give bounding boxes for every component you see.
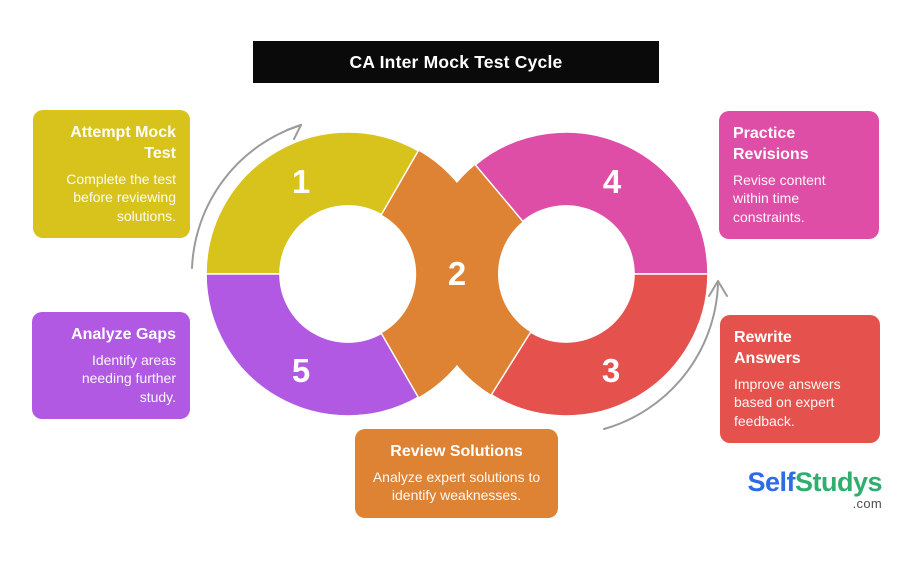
step-card-rewrite-answers: Rewrite Answers Improve answers based on… bbox=[720, 315, 880, 443]
segment-number-4: 4 bbox=[603, 163, 622, 200]
step-card-desc: Identify areas needing further study. bbox=[81, 351, 176, 405]
ring-segment-2-right-fill bbox=[423, 165, 530, 395]
step-card-attempt-mock-test: Attempt Mock Test Complete the test befo… bbox=[33, 110, 190, 238]
logo-wordmark: SelfStudys bbox=[747, 467, 883, 498]
step-card-desc: Complete the test before reviewing solut… bbox=[66, 170, 176, 224]
segment-number-2: 2 bbox=[448, 255, 466, 292]
step-card-desc: Revise content within time constraints. bbox=[733, 171, 826, 225]
ring-segment-1 bbox=[205, 131, 421, 275]
flow-arrow-top-left-curve bbox=[191, 124, 302, 269]
logo-part-studys: Studys bbox=[794, 467, 883, 497]
ring-segment-2-band bbox=[379, 148, 533, 400]
flow-arrow-right-curve bbox=[603, 283, 719, 430]
flow-arrow-top-left-head bbox=[286, 124, 302, 140]
step-card-title: Review Solutions bbox=[390, 443, 523, 460]
selfstudys-logo: SelfStudys .com bbox=[747, 467, 883, 511]
step-card-desc: Analyze expert solutions to identify wea… bbox=[372, 468, 541, 504]
step-card-title: Rewrite Answers bbox=[734, 329, 801, 367]
step-card-analyze-gaps: Analyze Gaps Identify areas needing furt… bbox=[32, 312, 190, 420]
flow-arrow-top-left bbox=[191, 124, 302, 269]
ring-segment-3 bbox=[489, 273, 709, 417]
step-card-title: Attempt Mock Test bbox=[70, 124, 176, 162]
step-card-review-solutions: Review Solutions Analyze expert solution… bbox=[355, 429, 558, 518]
flow-arrow-right-head bbox=[708, 280, 728, 297]
step-card-practice-revisions: Practice Revisions Revise content within… bbox=[719, 111, 879, 239]
segment-number-3: 3 bbox=[602, 352, 620, 389]
segment-number-5: 5 bbox=[292, 352, 310, 389]
logo-domain-suffix: .com bbox=[852, 495, 882, 511]
step-card-title: Practice Revisions bbox=[733, 125, 809, 163]
step-card-desc: Improve answers based on expert feedback… bbox=[734, 375, 841, 429]
ring-segment-4 bbox=[473, 131, 709, 275]
segment-number-1: 1 bbox=[292, 163, 310, 200]
flow-arrow-right bbox=[603, 280, 728, 430]
title-banner: CA Inter Mock Test Cycle bbox=[253, 41, 659, 83]
ring-segment-5 bbox=[205, 273, 421, 417]
logo-part-self: Self bbox=[747, 467, 795, 497]
step-card-title: Analyze Gaps bbox=[71, 326, 176, 343]
